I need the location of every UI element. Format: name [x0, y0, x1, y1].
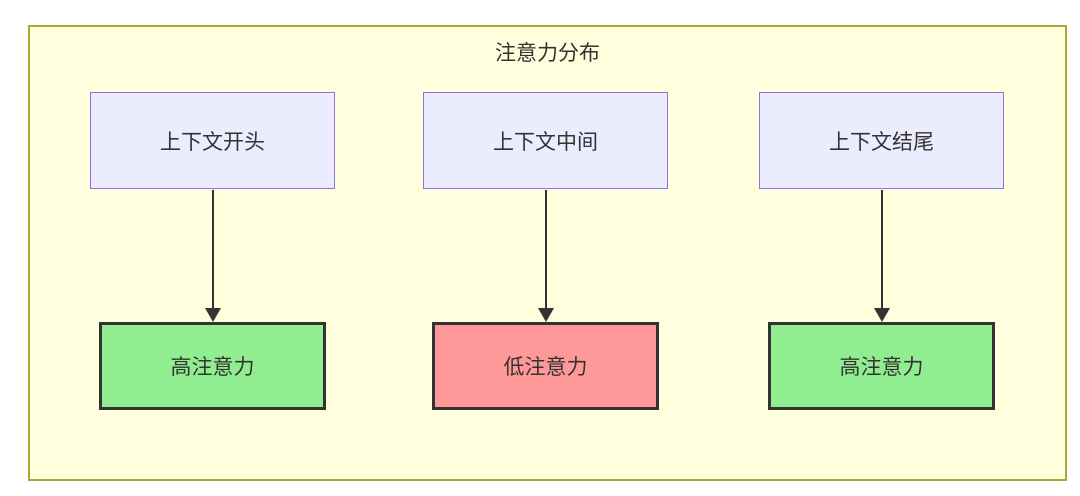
node-context-start-label: 上下文开头 — [160, 130, 265, 154]
node-low-attention-label: 低注意力 — [503, 356, 588, 379]
arrowhead-down-icon — [538, 308, 554, 322]
arrow-line — [212, 190, 214, 310]
arrow-start-to-high — [205, 190, 221, 322]
arrow-end-to-high — [874, 190, 890, 322]
node-high-attention-left: 高注意力 — [99, 322, 326, 410]
arrowhead-down-icon — [205, 308, 221, 322]
node-context-start: 上下文开头 — [90, 92, 335, 189]
node-high-attention-right-label: 高注意力 — [839, 356, 924, 379]
node-low-attention: 低注意力 — [432, 322, 659, 410]
node-high-attention-right: 高注意力 — [768, 322, 995, 410]
arrow-middle-to-low — [538, 190, 554, 322]
node-context-end: 上下文结尾 — [759, 92, 1004, 189]
arrow-line — [545, 190, 547, 310]
node-context-middle: 上下文中间 — [423, 92, 668, 189]
diagram-title: 注意力分布 — [495, 42, 600, 65]
node-context-end-label: 上下文结尾 — [829, 130, 934, 154]
node-high-attention-left-label: 高注意力 — [170, 356, 255, 379]
arrowhead-down-icon — [874, 308, 890, 322]
node-context-middle-label: 上下文中间 — [493, 130, 598, 154]
arrow-line — [881, 190, 883, 310]
